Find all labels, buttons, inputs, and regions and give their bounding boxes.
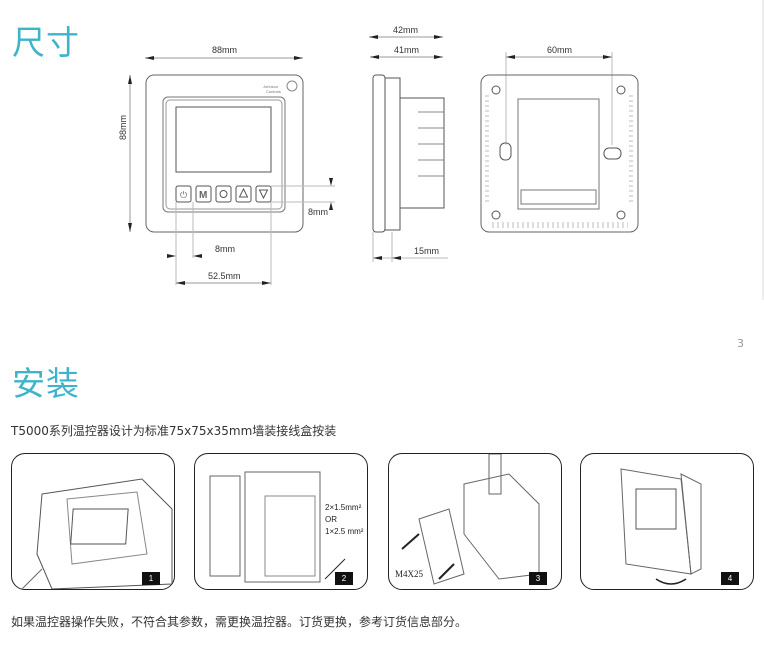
back-view: 60mm [480,45,639,233]
height-dimension: 88mm [118,115,128,140]
button-pitch-dimension: 8mm [215,244,235,254]
page-number: 3 [737,337,744,350]
svg-text:Johnson: Johnson [263,84,278,89]
section-title-installation: 安装 [12,364,80,403]
install-step-3: M4X25 3 [388,453,562,590]
step-number-1: 1 [142,572,160,585]
mode-button-label: M [199,190,207,201]
svg-text:⏻: ⏻ [180,190,187,201]
screw-spec: M4X25 [395,569,424,579]
step-number-3: 3 [529,572,547,585]
replacement-note: 如果温控器操作失败，不符合其参数，需更换温控器。订货更换，参考订货信息部分。 [11,615,468,629]
hole-spacing-dimension: 60mm [547,45,572,55]
install-step-4: 4 [580,453,754,590]
wire-spec-line-2: OR [325,515,337,524]
attach-front-illustration [620,468,702,585]
front-depth-dimension: 15mm [414,246,439,256]
thermostat-angled-illustration [21,478,173,589]
wire-spec: 2×1.5mm² OR 1×2.5 mm² [325,502,363,538]
wire-spec-line-3: 1×2.5 mm² [325,527,364,536]
front-view: 88mm 88mm Johnson Controls ⏻ M 8mm 8mm [118,45,335,285]
side-view: 42mm 41mm 15mm [369,25,448,262]
dimension-drawings: 88mm 88mm Johnson Controls ⏻ M 8mm 8mm [118,25,639,285]
button-height-dimension: 8mm [308,207,328,217]
section-title-dimensions: 尺寸 [12,23,80,62]
svg-text:Controls: Controls [266,89,281,94]
total-depth-dimension: 42mm [393,25,418,35]
body-depth-dimension: 41mm [394,45,419,55]
wiring-illustration [209,471,346,583]
step-number-4: 4 [721,572,739,585]
page-edge [762,0,764,300]
install-step-2: 2×1.5mm² OR 1×2.5 mm² 2 [194,453,368,590]
installation-intro: T5000系列温控器设计为标准75x75x35mm墙装接线盒按装 [11,424,337,438]
step-number-2: 2 [335,572,353,585]
width-dimension: 88mm [212,45,237,55]
button-span-dimension: 52.5mm [208,271,241,281]
wire-spec-line-1: 2×1.5mm² [325,503,362,512]
install-step-1: 1 [11,453,175,590]
